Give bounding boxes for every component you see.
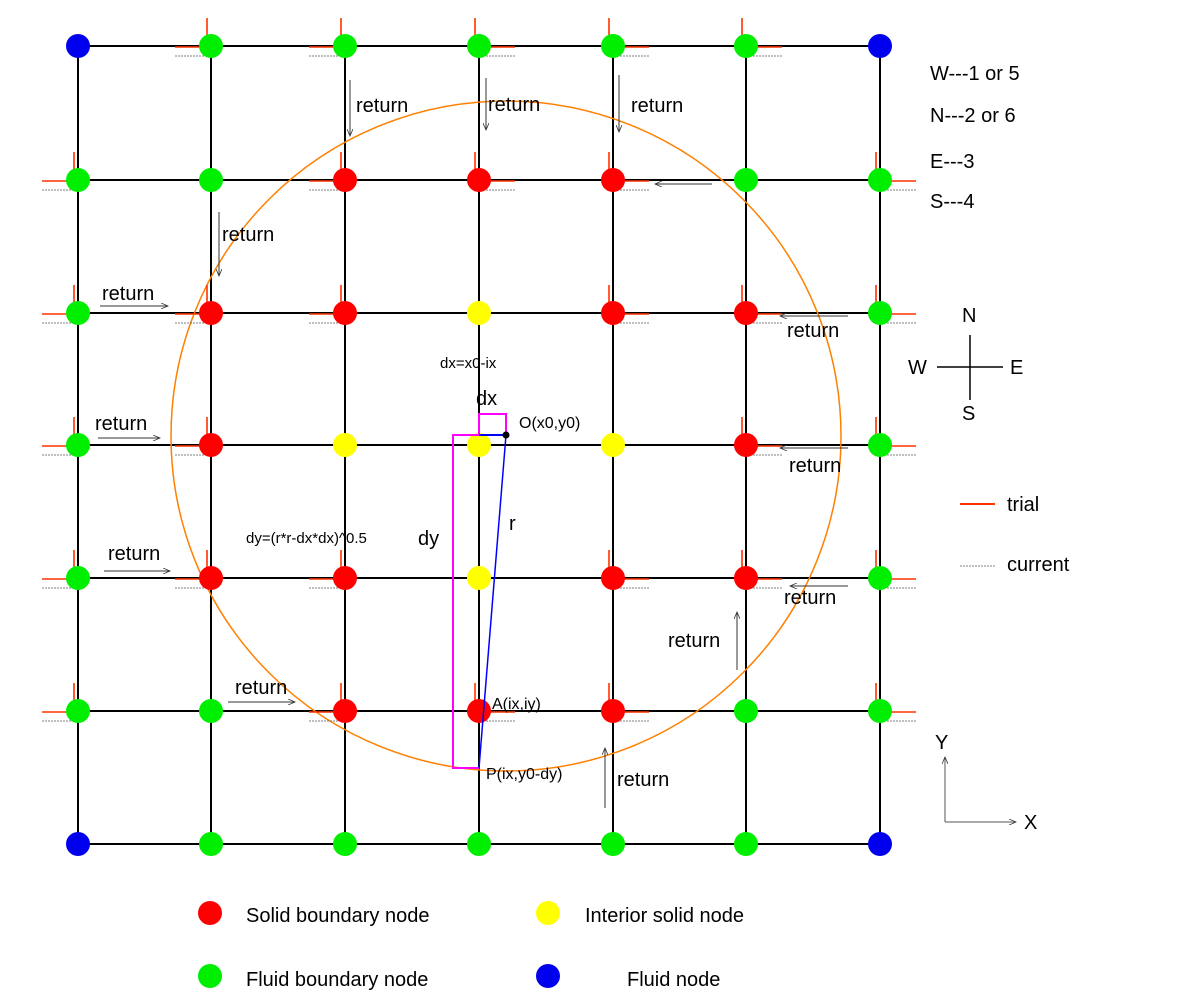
p-point-label: P(ix,y0-dy) — [486, 766, 562, 783]
line-legend: trial current — [960, 494, 1070, 576]
r-label: r — [509, 513, 516, 535]
center-point — [502, 431, 510, 439]
a-point-label: A(ix,iy) — [492, 696, 541, 713]
solid-boundary-node — [734, 301, 758, 325]
solid-boundary-node — [601, 566, 625, 590]
solid-boundary-node — [199, 566, 223, 590]
compass-s: S — [962, 403, 975, 425]
legend-fluid: Fluid node — [627, 969, 720, 991]
solid-circle-boundary — [170, 100, 842, 772]
solid-boundary-node — [601, 699, 625, 723]
solid-boundary-node — [333, 699, 357, 723]
compass-icon: N S W E — [908, 305, 1023, 425]
return-label: return — [668, 630, 720, 652]
return-label: return — [102, 283, 154, 305]
radius-line — [478, 434, 507, 769]
legend-current: current — [1007, 554, 1070, 576]
direction-w: W---1 or 5 — [930, 63, 1020, 85]
fluid-boundary-node — [66, 566, 90, 590]
legend-trial: trial — [1007, 494, 1039, 516]
interior-solid-node — [601, 433, 625, 457]
fluid-boundary-node — [601, 34, 625, 58]
return-label: return — [631, 95, 683, 117]
fluid-boundary-node — [199, 168, 223, 192]
return-label: return — [95, 413, 147, 435]
dy-bracket — [452, 434, 479, 769]
interior-solid-node — [467, 433, 491, 457]
compass-n: N — [962, 305, 976, 327]
return-annotations: return return return return return retur… — [95, 75, 848, 808]
fluid-node — [66, 832, 90, 856]
fluid-boundary-node — [601, 832, 625, 856]
geometry-construction: dx=x0-ix dx O(x0,y0) dy=(r*r-dx*dx)^0.5 … — [246, 355, 580, 783]
interior-solid-node — [467, 301, 491, 325]
return-label: return — [356, 95, 408, 117]
center-label: O(x0,y0) — [519, 415, 580, 432]
compass-w: W — [908, 357, 927, 379]
fluid-node — [66, 34, 90, 58]
solid-boundary-node — [333, 168, 357, 192]
fluid-boundary-node — [66, 168, 90, 192]
x-axis-label: X — [1024, 812, 1037, 834]
dy-label: dy — [418, 528, 439, 550]
return-label: return — [784, 587, 836, 609]
return-label: return — [617, 769, 669, 791]
fluid-boundary-node — [199, 832, 223, 856]
dy-formula: dy=(r*r-dx*dx)^0.5 — [246, 530, 367, 547]
fluid-boundary-node — [467, 832, 491, 856]
y-axis-label: Y — [935, 732, 948, 754]
solid-boundary-node — [199, 301, 223, 325]
solid-boundary-node — [734, 433, 758, 457]
fluid-boundary-node — [734, 34, 758, 58]
legend-solid-boundary: Solid boundary node — [246, 905, 429, 927]
legend-interior-solid: Interior solid node — [585, 905, 744, 927]
fluid-boundary-node — [66, 301, 90, 325]
solid-boundary-node — [467, 699, 491, 723]
return-label: return — [222, 224, 274, 246]
solid-boundary-node — [199, 433, 223, 457]
solid-boundary-node — [601, 301, 625, 325]
fluid-boundary-node — [868, 566, 892, 590]
legend-fluid-boundary: Fluid boundary node — [246, 969, 428, 991]
fluid-node — [868, 34, 892, 58]
fluid-boundary-node — [333, 34, 357, 58]
solid-boundary-node — [601, 168, 625, 192]
dx-formula: dx=x0-ix — [440, 355, 497, 372]
direction-n: N---2 or 6 — [930, 105, 1016, 127]
fluid-boundary-node — [734, 168, 758, 192]
compass-e: E — [1010, 357, 1023, 379]
direction-legend: W---1 or 5 N---2 or 6 E---3 S---4 — [930, 63, 1020, 213]
solid-boundary-node — [333, 566, 357, 590]
direction-s: S---4 — [930, 191, 974, 213]
dx-label: dx — [476, 388, 497, 410]
return-label: return — [789, 455, 841, 477]
return-label: return — [488, 94, 540, 116]
fluid-boundary-node — [868, 168, 892, 192]
fluid-boundary-node — [868, 301, 892, 325]
node-legend: Solid boundary node Interior solid node … — [198, 901, 744, 991]
solid-boundary-node — [467, 168, 491, 192]
interior-solid-node — [333, 433, 357, 457]
return-label: return — [108, 543, 160, 565]
return-label: return — [787, 320, 839, 342]
fluid-node — [868, 832, 892, 856]
fluid-boundary-node — [734, 832, 758, 856]
fluid-boundary-node — [734, 699, 758, 723]
fluid-boundary-node — [199, 699, 223, 723]
fluid-boundary-node — [333, 832, 357, 856]
solid-boundary-node — [734, 566, 758, 590]
lattice-nodes — [66, 34, 892, 856]
fluid-boundary-node — [66, 433, 90, 457]
fluid-boundary-node — [199, 34, 223, 58]
direction-e: E---3 — [930, 151, 974, 173]
return-label: return — [235, 677, 287, 699]
fluid-boundary-node — [467, 34, 491, 58]
fluid-boundary-node — [868, 699, 892, 723]
fluid-boundary-node — [66, 699, 90, 723]
fluid-boundary-node — [868, 433, 892, 457]
solid-boundary-node — [333, 301, 357, 325]
dx-bracket — [478, 413, 507, 435]
interior-solid-node — [467, 566, 491, 590]
xy-axes-icon: Y X — [935, 732, 1037, 834]
